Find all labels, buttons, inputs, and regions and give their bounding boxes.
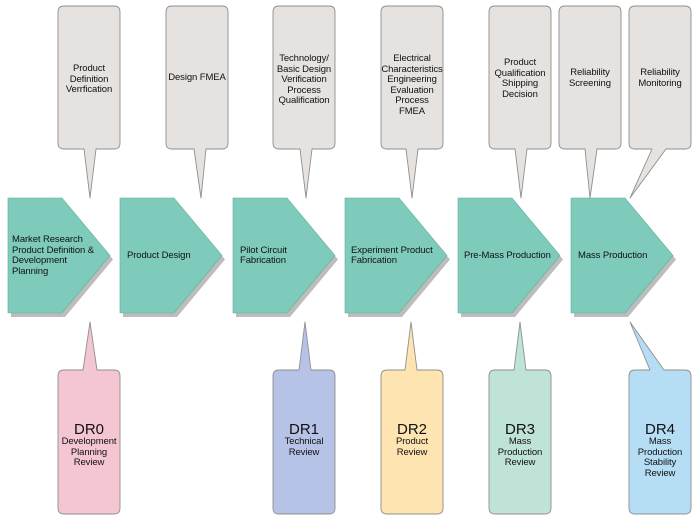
callout-technology-basic-design xyxy=(272,5,336,199)
callout-label-product-qualification: Product Qualification Shipping Decision xyxy=(494,57,546,100)
stage-label-product-design: Product Design xyxy=(127,249,191,261)
stage-chevron-pilot-circuit-fabrication xyxy=(232,197,336,314)
dr1-label: Technical Review xyxy=(284,436,324,458)
dr3-code: DR3 xyxy=(504,421,535,438)
stage-chevron-experiment-product-fabrication xyxy=(344,197,448,314)
stage-chevron-market-research xyxy=(7,197,111,314)
dr0-label: Development Planning Review xyxy=(61,436,117,468)
stage-chevron-mass-production xyxy=(570,197,674,314)
stage-label-market-research: Market Research Product Definition & Dev… xyxy=(12,234,94,277)
callout-label-reliability-screening: Reliability Screening xyxy=(569,67,611,89)
callout-product-definition-verification xyxy=(57,5,121,199)
dr0-callout xyxy=(57,321,121,515)
callout-label-reliability-monitoring: Reliability Monitoring xyxy=(638,67,682,89)
dr3-label: Mass Production Review xyxy=(497,436,543,468)
callout-label-electrical-characteristics: Electrical Characteristics Engineering E… xyxy=(381,53,443,117)
dr1-code: DR1 xyxy=(288,421,319,438)
dr4-label: Mass Production Stability Review xyxy=(637,436,683,479)
dr4-callout xyxy=(628,321,692,515)
dr4-code: DR4 xyxy=(644,421,675,438)
callout-electrical-characteristics xyxy=(380,5,444,199)
dr3-callout xyxy=(488,321,552,515)
callout-reliability-monitoring xyxy=(628,5,692,199)
stage-label-experiment-product-fabrication: Experiment Product Fabrication xyxy=(351,244,433,266)
dr0-code: DR0 xyxy=(73,421,104,438)
callout-label-design-fmea: Design FMEA xyxy=(168,72,226,83)
stage-label-pilot-circuit-fabrication: Pilot Circuit Fabrication xyxy=(240,244,287,266)
dr2-label: Product Review xyxy=(395,436,429,458)
callout-label-technology-basic-design: Technology/ Basic Design Verification Pr… xyxy=(276,53,332,106)
stage-label-pre-mass-production: Pre-Mass Production xyxy=(464,249,551,261)
callout-product-qualification xyxy=(488,5,552,199)
dr1-callout xyxy=(272,321,336,515)
stage-chevron-product-design xyxy=(119,197,223,314)
callout-label-product-definition-verification: Product Definition Verrfication xyxy=(65,63,113,95)
callout-reliability-screening xyxy=(558,5,622,199)
stage-chevron-pre-mass-production xyxy=(457,197,561,314)
dr2-code: DR2 xyxy=(396,421,427,438)
callout-design-fmea xyxy=(165,5,229,199)
dr2-callout xyxy=(380,321,444,515)
stage-label-mass-production: Mass Production xyxy=(578,249,648,261)
